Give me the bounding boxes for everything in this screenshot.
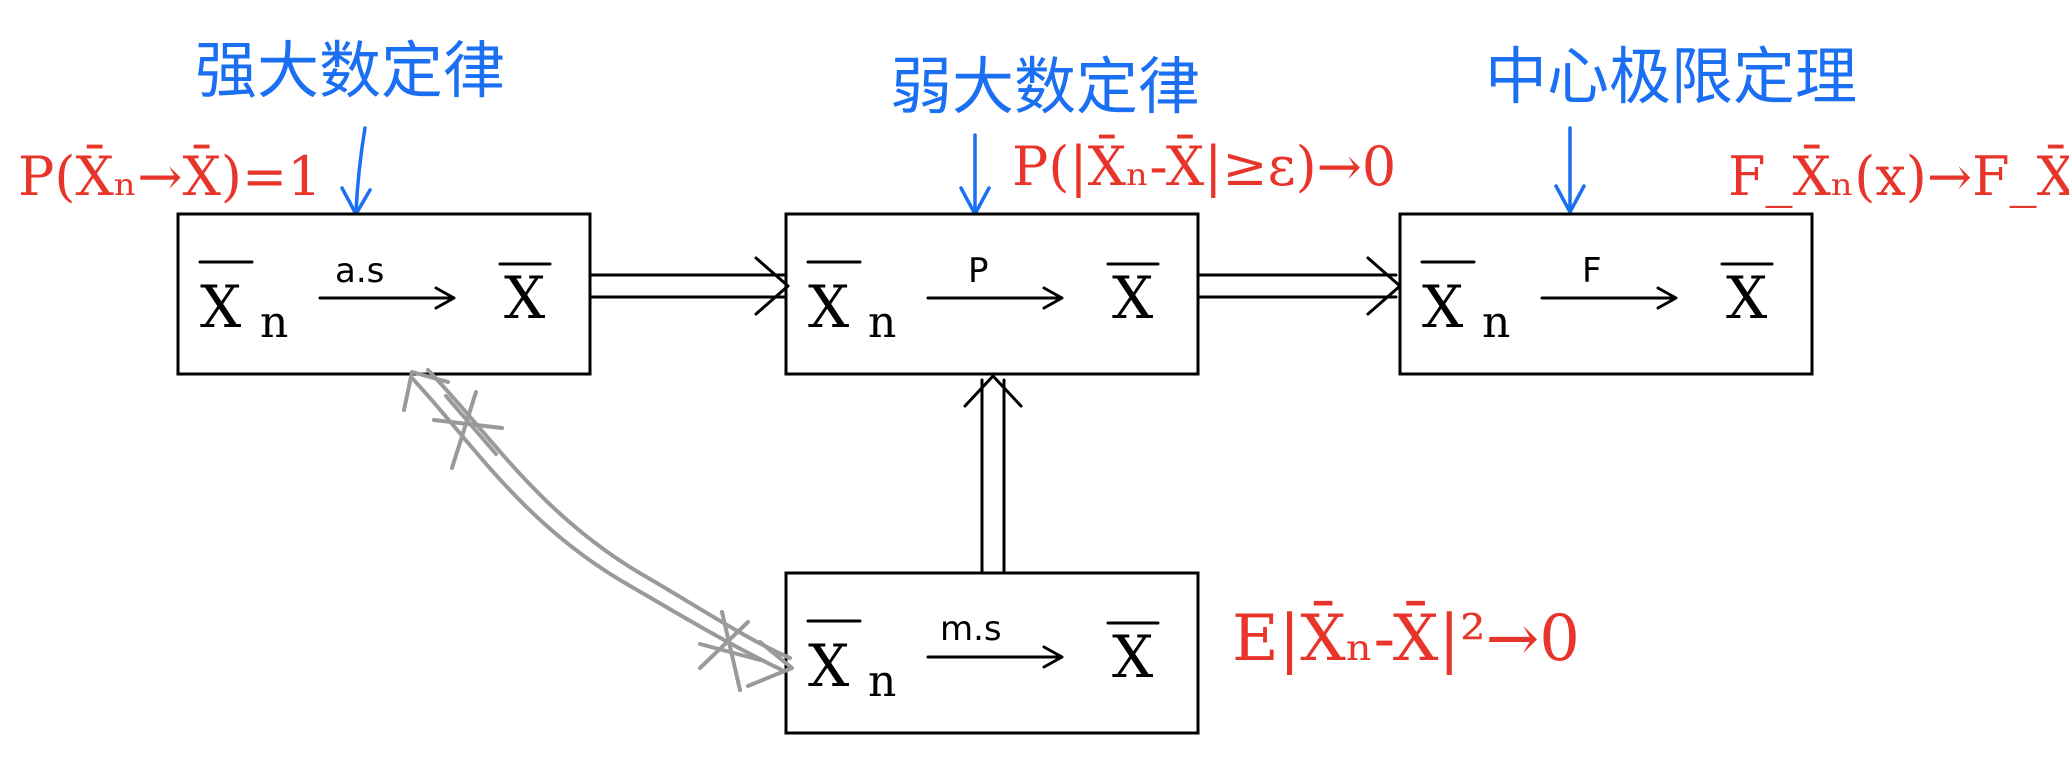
clt-pointer xyxy=(1554,126,1586,214)
p-formula: P(|X̄ₙ-X̄|≥ε)→0 xyxy=(1012,134,1396,198)
node-p-var: X xyxy=(808,273,850,341)
node-f-mode: F xyxy=(1582,251,1602,291)
ms-formula: E|X̄ₙ-X̄|²→0 xyxy=(1232,600,1580,676)
node-p-target: X xyxy=(1112,264,1154,332)
strong-lln-label: 强大数定律 xyxy=(195,34,505,107)
weak-lln-label: 弱大数定律 xyxy=(890,50,1200,123)
node-f-sub: n xyxy=(1482,297,1510,348)
node-f: X n F X xyxy=(1398,212,1814,376)
as-formula: P(X̄ₙ→X̄)=1 xyxy=(18,144,322,208)
weak-lln-pointer xyxy=(959,133,991,216)
node-as-target: X xyxy=(504,264,546,332)
node-as-mode: a.s xyxy=(335,251,384,291)
f-formula: F_X̄ₙ(x)→F_X̄(x) xyxy=(1728,144,2069,208)
implies-as-to-p xyxy=(590,256,790,316)
node-ms-var: X xyxy=(808,632,850,700)
node-as-sub: n xyxy=(260,297,288,348)
node-ms-sub: n xyxy=(868,656,896,707)
node-f-var: X xyxy=(1422,273,1464,341)
node-as-var: X xyxy=(200,273,242,341)
node-p: X n P X xyxy=(784,212,1200,376)
clt-label: 中心极限定理 xyxy=(1485,40,1857,113)
strong-lln-pointer xyxy=(340,126,372,216)
node-ms-mode: m.s xyxy=(940,609,1002,649)
node-f-target: X xyxy=(1726,264,1768,332)
node-ms: X n m.s X xyxy=(784,571,1200,735)
implies-p-to-f xyxy=(1198,256,1402,316)
node-ms-target: X xyxy=(1112,623,1154,691)
node-as: X n a.s X xyxy=(176,212,592,376)
no-implication-as-ms xyxy=(402,368,794,692)
node-p-sub: n xyxy=(868,297,896,348)
implies-ms-to-p xyxy=(963,374,1023,573)
node-p-mode: P xyxy=(968,251,989,291)
